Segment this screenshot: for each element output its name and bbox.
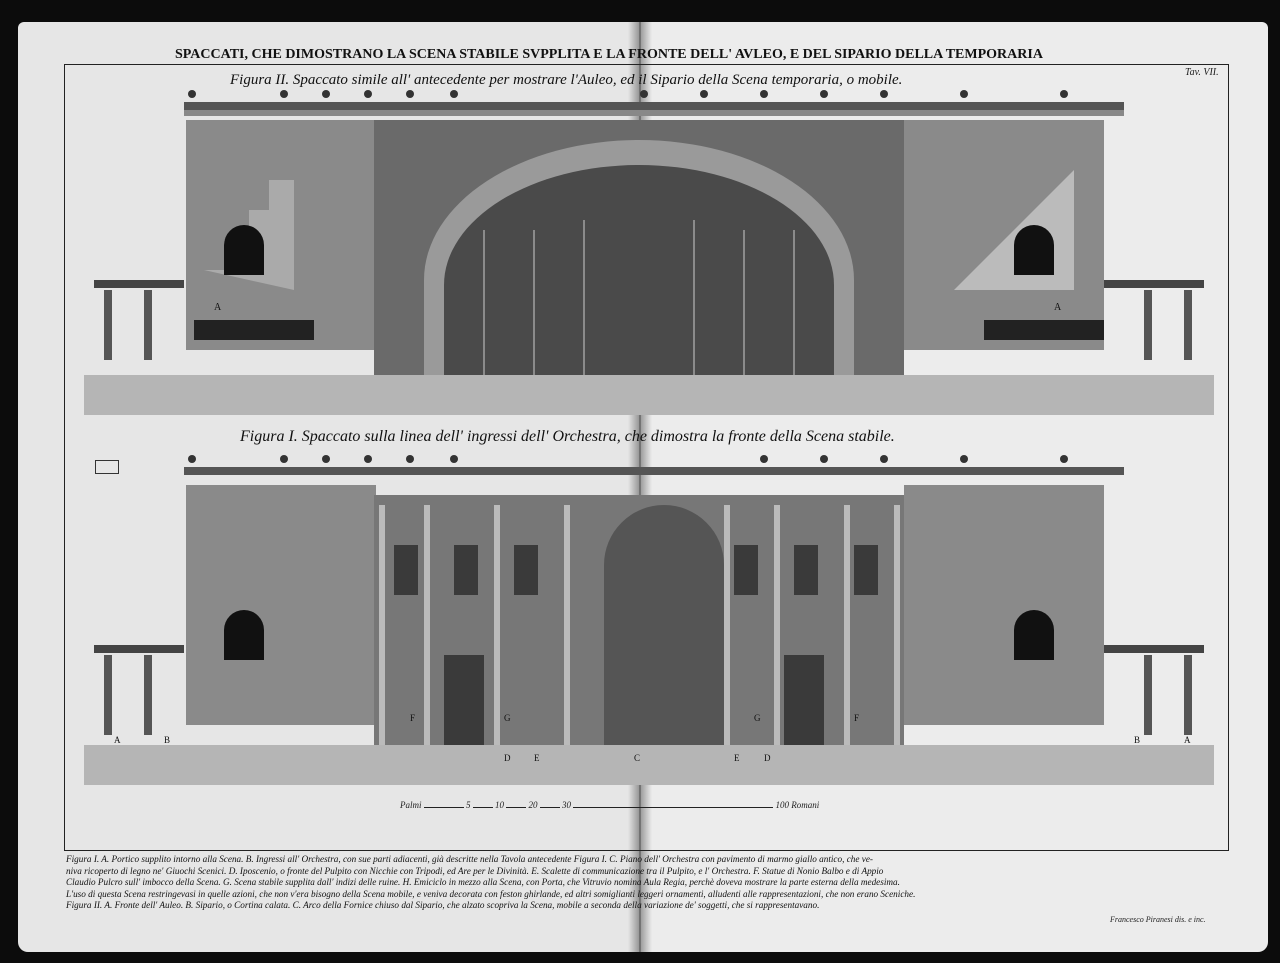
archive-stamp: [95, 460, 119, 474]
scale-left-label: Palmi: [400, 800, 422, 810]
figure-1-drawing: A B F G D E C E D G F B A: [84, 455, 1214, 785]
legend-line: Claudio Pulcro sull' imbocco della Scena…: [66, 877, 900, 887]
figure-1-label: E: [734, 753, 740, 763]
scale-tick: 20: [528, 800, 538, 810]
legend-line: niva ricoperto di legno ne' Giuochi Scen…: [66, 865, 884, 876]
scale-tick: 30: [562, 800, 571, 810]
figure-1-label: D: [504, 753, 511, 763]
figure-1-label: G: [754, 713, 761, 723]
plate-number: Tav. VII.: [1185, 67, 1219, 78]
figure-2-label-a-right: A: [1054, 302, 1062, 313]
scale-tick: 10: [495, 800, 504, 810]
legend-line: Figura I. A. Portico supplito intorno al…: [66, 854, 873, 864]
plate-legend: Figura I. A. Portico supplito intorno al…: [66, 854, 1236, 912]
figure-2-drawing: A A: [84, 90, 1214, 415]
figure-1-label: B: [164, 735, 170, 745]
plate-title: SPACCATI, CHE DIMOSTRANO LA SCENA STABIL…: [175, 47, 1043, 62]
figure-1-label: E: [534, 753, 540, 763]
figure-1-label: B: [1134, 735, 1140, 745]
scale-tick: 5: [466, 800, 471, 810]
figure-1-label: A: [1184, 735, 1191, 745]
figure-1-caption: Figura I. Spaccato sulla linea dell' ing…: [240, 428, 895, 445]
figure-2-caption: Figura II. Spaccato simile all' antecede…: [230, 72, 903, 88]
scale-tick: 100: [775, 800, 790, 810]
engraver-signature: Francesco Piranesi dis. e inc.: [1110, 915, 1206, 924]
legend-line: Figura II. A. Fronte dell' Auleo. B. Sip…: [66, 900, 820, 910]
scale-bar: Palmi 5 10 20 30 100 Romani: [400, 800, 819, 810]
figure-1-label: D: [764, 753, 771, 763]
figure-1-label: A: [114, 735, 121, 745]
figure-1-label: F: [854, 713, 859, 723]
figure-1-label: G: [504, 713, 511, 723]
scale-right-label: Romani: [791, 800, 820, 810]
legend-line: L'uso di questa Scena restringevasi in q…: [66, 888, 916, 899]
figure-1-label: F: [410, 713, 415, 723]
figure-1-label: C: [634, 753, 640, 763]
figure-2-label-a-left: A: [214, 302, 222, 313]
plate-frame: [64, 64, 1229, 851]
